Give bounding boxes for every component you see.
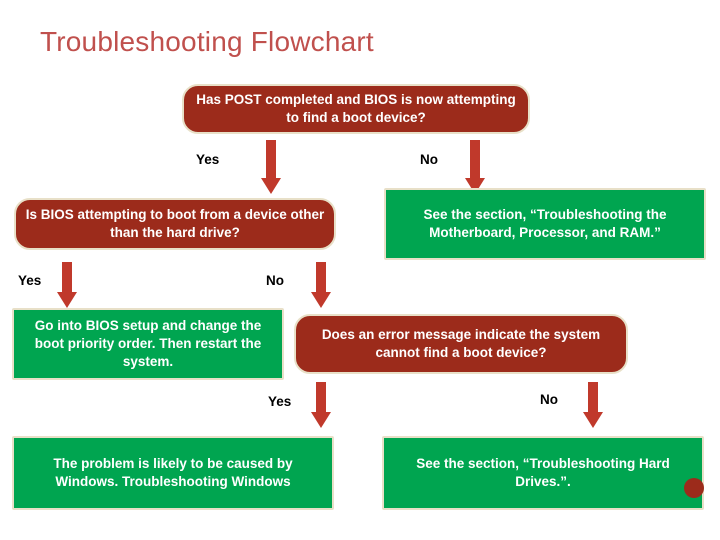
arrow-no-1 [464, 140, 488, 196]
node-bios-other-device[interactable]: Is BIOS attempting to boot from a device… [14, 198, 336, 250]
label-yes-2: Yes [18, 273, 42, 288]
label-no-3: No [540, 392, 558, 407]
arrow-yes-2 [56, 262, 80, 310]
node-bios-setup[interactable]: Go into BIOS setup and change the boot p… [12, 308, 284, 380]
node-error-message-question[interactable]: Does an error message indicate the syste… [294, 314, 628, 374]
decorative-dot [684, 478, 704, 498]
node-see-motherboard-section[interactable]: See the section, “Troubleshooting the Mo… [384, 188, 706, 260]
arrow-yes-1 [260, 140, 284, 196]
node-windows-problem[interactable]: The problem is likely to be caused by Wi… [12, 436, 334, 510]
label-no-2: No [266, 273, 284, 288]
node-post-question[interactable]: Has POST completed and BIOS is now attem… [182, 84, 530, 134]
label-no-1: No [420, 152, 438, 167]
label-yes-3: Yes [268, 394, 292, 409]
arrow-no-2 [310, 262, 334, 310]
page-title: Troubleshooting Flowchart [40, 26, 374, 57]
arrow-no-3 [582, 382, 606, 430]
arrow-yes-3 [310, 382, 334, 430]
node-see-hard-drives-section[interactable]: See the section, “Troubleshooting Hard D… [382, 436, 704, 510]
label-yes-1: Yes [196, 152, 220, 167]
